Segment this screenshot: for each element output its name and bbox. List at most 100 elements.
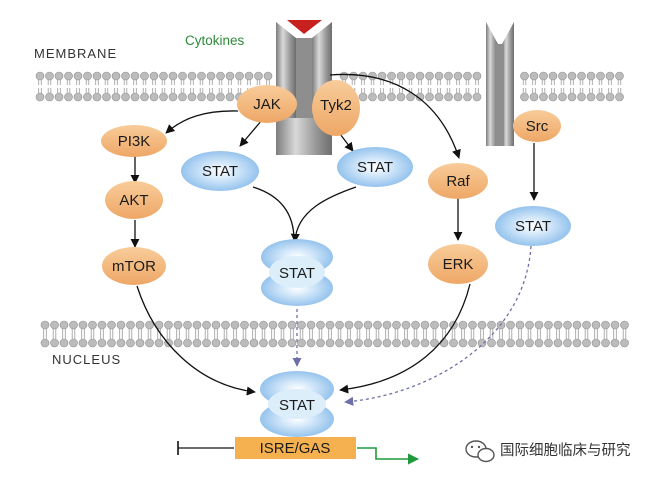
- stat-left-label: STAT: [202, 163, 238, 180]
- lipid-head: [477, 320, 487, 330]
- mtor-node: mTOR: [102, 247, 166, 285]
- stat-src-node: STAT: [495, 206, 571, 246]
- lipid-head: [572, 320, 582, 330]
- lipid-head: [263, 71, 273, 81]
- lipid-head: [582, 320, 591, 330]
- lipid-head: [78, 338, 88, 348]
- watermark: 国际细胞临床与研究: [465, 440, 631, 463]
- lipid-head: [40, 338, 50, 348]
- lipid-head: [506, 338, 515, 348]
- lipid-head: [567, 92, 577, 102]
- jak-node: JAK: [237, 85, 297, 123]
- lipid-head: [396, 92, 406, 102]
- lipid-head: [558, 92, 567, 102]
- lipid-head: [54, 92, 64, 102]
- lipid-head: [468, 338, 477, 348]
- lipid-head: [496, 338, 506, 348]
- lipid-head: [415, 92, 425, 102]
- lipid-head: [297, 320, 306, 330]
- lipid-head: [439, 320, 449, 330]
- lipid-head: [126, 338, 135, 348]
- lipid-head: [121, 92, 130, 102]
- lipid-head: [548, 71, 558, 81]
- lipid-head: [240, 338, 249, 348]
- stat-right-label: STAT: [357, 159, 393, 176]
- lipid-head: [259, 338, 268, 348]
- lipid-head: [472, 71, 482, 81]
- lipid-head: [187, 71, 197, 81]
- lipid-head: [111, 71, 121, 81]
- lipid-head: [225, 71, 235, 81]
- lipid-head: [411, 338, 420, 348]
- lipid-head: [591, 338, 601, 348]
- lipid-head: [449, 338, 458, 348]
- lipid-head: [254, 71, 263, 81]
- src-label: Src: [526, 118, 549, 135]
- lipid-head: [88, 320, 97, 330]
- lipid-head: [249, 338, 259, 348]
- lipid-head: [392, 320, 401, 330]
- lipid-head: [216, 92, 225, 102]
- lipid-head: [335, 320, 344, 330]
- lipid-head: [88, 338, 97, 348]
- membrane-label: MEMBRANE: [34, 46, 117, 61]
- lipid-head: [373, 320, 382, 330]
- lipid-head: [415, 71, 425, 81]
- lipid-head: [159, 71, 168, 81]
- lipid-head: [173, 338, 183, 348]
- stat-left-node: STAT: [181, 151, 259, 191]
- arrow-jak-pi3k: [165, 110, 239, 134]
- lipid-head: [425, 92, 434, 102]
- lipid-head: [520, 92, 529, 102]
- stat-src-label: STAT: [515, 218, 551, 235]
- lipid-head: [358, 92, 368, 102]
- lipid-head: [59, 338, 69, 348]
- tyk2-label: Tyk2: [320, 97, 352, 114]
- lipid-head: [539, 71, 548, 81]
- lipid-head: [306, 338, 316, 348]
- lipid-head: [396, 71, 406, 81]
- stat-nucleus-label: STAT: [279, 397, 315, 414]
- lipid-head: [335, 338, 344, 348]
- lipid-head: [116, 320, 126, 330]
- lipid-head: [50, 338, 59, 348]
- lipid-head: [97, 320, 107, 330]
- lipid-head: [572, 338, 582, 348]
- lipid-head: [206, 92, 216, 102]
- lipid-head: [149, 92, 159, 102]
- lipid-head: [586, 92, 596, 102]
- lipid-head: [230, 338, 240, 348]
- lipid-head: [529, 71, 539, 81]
- lipid-head: [463, 71, 472, 81]
- lipid-head: [515, 338, 525, 348]
- lipid-head: [287, 320, 297, 330]
- lipid-head: [596, 71, 605, 81]
- arrow-jak-stat: [239, 119, 263, 147]
- lipid-head: [620, 320, 629, 330]
- lipid-head: [187, 92, 197, 102]
- lipid-head: [111, 92, 121, 102]
- lipid-head: [278, 338, 287, 348]
- lipid-head: [601, 320, 610, 330]
- lipid-head: [463, 92, 472, 102]
- lipid-head: [126, 320, 135, 330]
- lipid-head: [534, 320, 544, 330]
- lipid-head: [102, 71, 111, 81]
- lipid-head: [135, 338, 145, 348]
- lipid-head: [135, 320, 145, 330]
- lipid-head: [596, 92, 605, 102]
- lipid-head: [192, 338, 202, 348]
- lipid-head: [439, 338, 449, 348]
- dashed-arrow-srcstat-nucleus: [344, 245, 532, 406]
- lipid-head: [344, 338, 354, 348]
- pi3k-node: PI3K: [101, 125, 167, 157]
- lipid-head: [140, 71, 149, 81]
- lipid-head: [420, 320, 430, 330]
- nuclear-membrane: [40, 320, 629, 348]
- lipid-head: [206, 71, 216, 81]
- lipid-head: [610, 338, 620, 348]
- arrow-stat-right-dimer: [290, 186, 357, 243]
- lipid-head: [268, 338, 278, 348]
- lipid-head: [506, 320, 515, 330]
- lipid-head: [582, 338, 591, 348]
